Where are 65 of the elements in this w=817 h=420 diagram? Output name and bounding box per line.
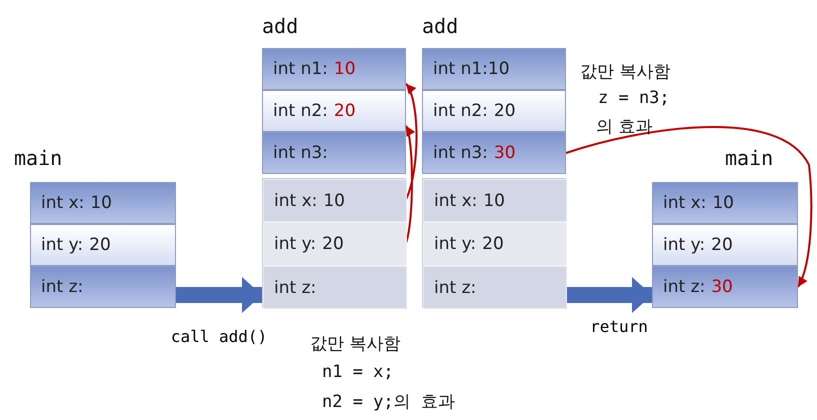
cell-label: int n1:10	[433, 59, 510, 79]
cell-label: int n2:	[433, 101, 488, 121]
cell-label: int x:	[41, 193, 84, 213]
memory-cell	[652, 224, 798, 266]
cell-value: 10	[323, 190, 345, 210]
cell-label: int x:	[434, 190, 478, 210]
frame-heading: add	[422, 14, 458, 38]
memory-cell	[422, 48, 566, 90]
cell-value: 30	[494, 143, 516, 163]
memory-cell	[262, 48, 406, 90]
cell-label: int y:	[274, 234, 316, 254]
memory-cell	[30, 224, 176, 266]
memory-cell	[263, 266, 407, 309]
stack-frame	[422, 178, 566, 308]
cell-label: int y:	[434, 234, 476, 254]
cell-label: int z:	[41, 277, 84, 297]
arrow	[405, 83, 418, 200]
note-text: n1 = x;	[322, 362, 394, 382]
cell-value: 10	[712, 193, 734, 213]
memory-cell	[652, 266, 798, 308]
memory-cell	[263, 179, 407, 222]
block-arrow	[566, 277, 652, 314]
cell-label: int z:	[434, 278, 476, 298]
note-text: n2 = y;의 효과	[322, 391, 455, 413]
cell-label: int n1:	[273, 59, 328, 79]
cell-label: int y:	[41, 235, 84, 255]
memory-cell	[262, 90, 406, 132]
cell-value: 30	[711, 277, 733, 297]
cell-value: 10	[483, 190, 505, 210]
frame-heading: main	[14, 146, 62, 170]
block-arrow	[176, 277, 262, 313]
memory-cell	[423, 266, 567, 309]
cell-value: 20	[322, 234, 344, 254]
arrow	[566, 126, 812, 288]
memory-cell	[652, 182, 798, 224]
memory-cell	[422, 132, 566, 174]
note-text: 값만 복사함	[310, 333, 400, 355]
note-text: 의 효과	[596, 116, 652, 138]
cell-value: 10	[334, 59, 356, 79]
memory-cell	[30, 182, 176, 224]
cell-value: 20	[334, 101, 356, 121]
frame-heading: main	[725, 146, 774, 170]
memory-cell	[423, 222, 567, 266]
memory-cell	[262, 132, 406, 174]
cell-value: 20	[494, 101, 516, 121]
cell-value: 20	[711, 235, 733, 255]
cell-label: int y:	[663, 235, 706, 255]
cell-label: int z:	[663, 277, 706, 297]
cell-label: int x:	[663, 193, 706, 213]
memory-cell	[263, 222, 407, 266]
note-text: 값만 복사함	[580, 61, 670, 83]
frame-heading: add	[262, 14, 298, 38]
cell-value: 20	[89, 235, 111, 255]
cell-label: int z:	[274, 278, 316, 298]
memory-cell	[422, 90, 566, 132]
cell-label: int n3:	[273, 143, 328, 163]
stack-frame	[262, 178, 406, 308]
cell-value: 20	[482, 234, 504, 254]
cell-label: int x:	[274, 190, 318, 210]
memory-cell	[30, 266, 176, 308]
cell-label: int n3:	[433, 143, 488, 163]
note-text: z = n3;	[598, 88, 670, 108]
memory-cell	[423, 179, 567, 222]
cell-label: int n2:	[273, 101, 328, 121]
cell-value: 10	[90, 193, 112, 213]
